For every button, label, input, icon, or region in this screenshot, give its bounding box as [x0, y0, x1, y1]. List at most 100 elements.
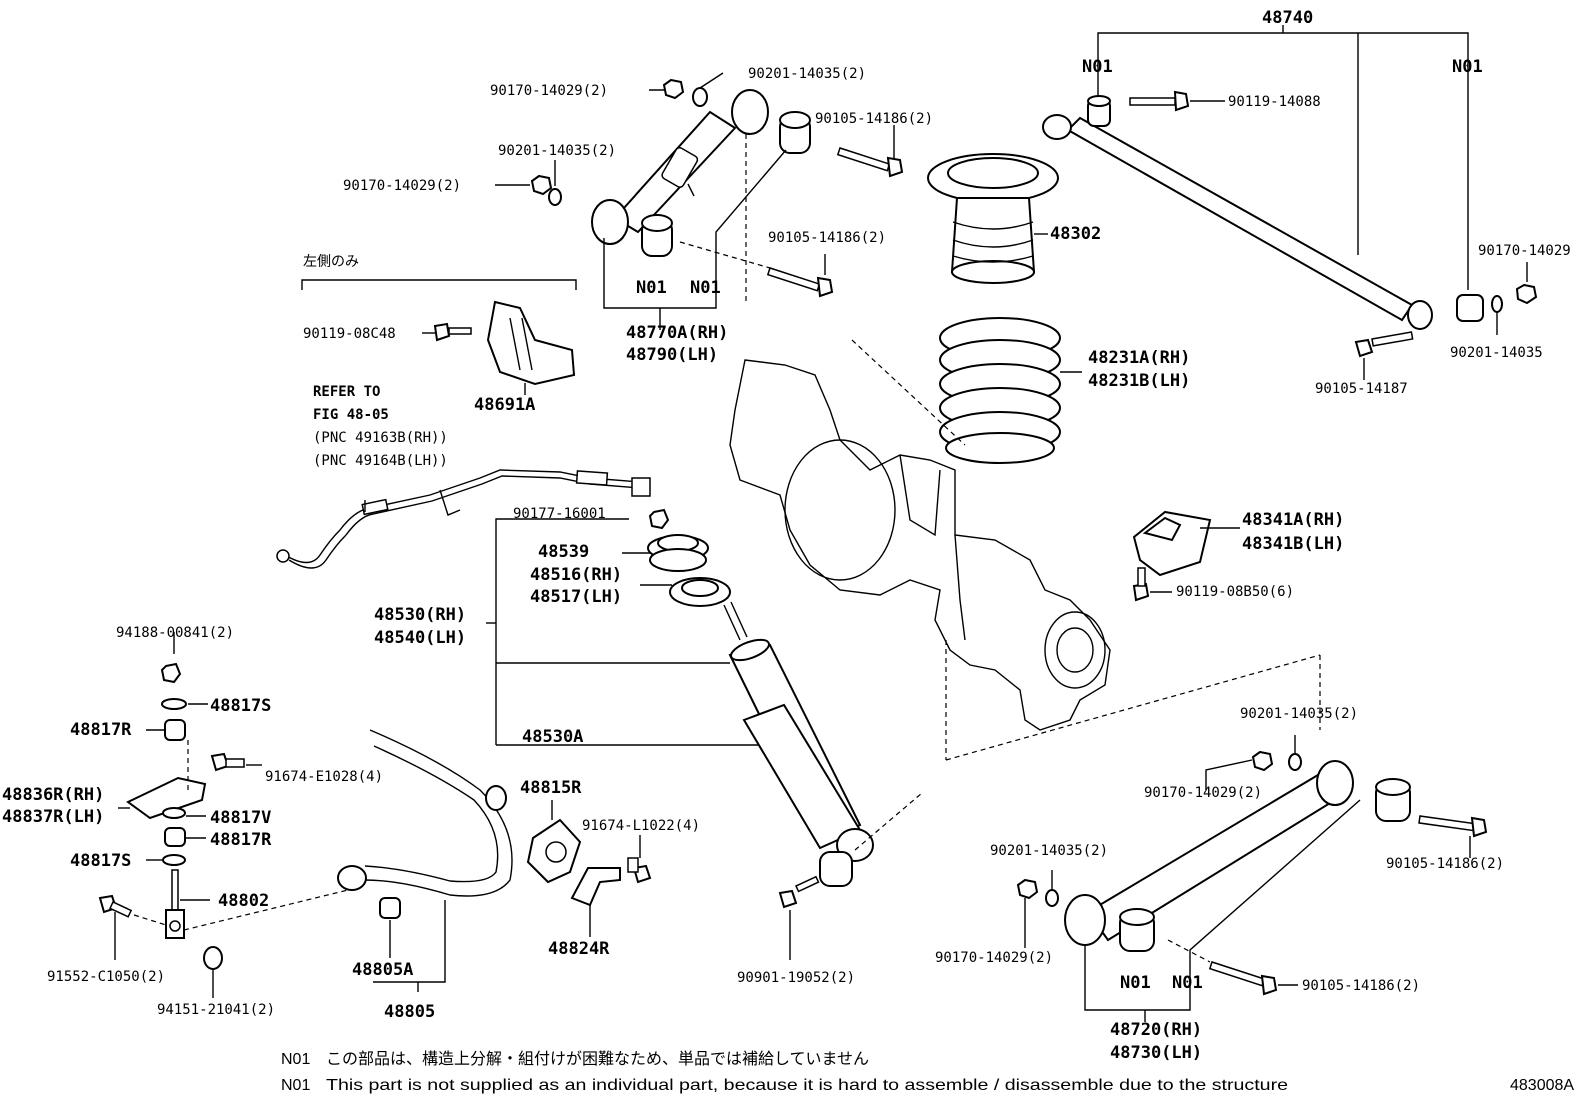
label-94151-21041: 94151-21041(2) — [157, 1002, 275, 1018]
label-94188-00841: 94188-00841(2) — [116, 625, 234, 641]
washer-90201-14035-a — [692, 87, 708, 107]
label-48817s-a: 48817S — [210, 696, 271, 716]
bushing-n01-arm-lower — [641, 214, 673, 257]
nut-90170-14029 — [1515, 283, 1538, 305]
bracket-48691a-left-only — [301, 279, 577, 395]
label-48530: 48530(RH) — [374, 605, 466, 625]
note-en-code: N01 — [281, 1077, 310, 1094]
label-n01-c: N01 — [636, 278, 667, 298]
label-48805a: 48805A — [352, 960, 413, 980]
label-48540: 48540(LH) — [374, 628, 466, 648]
label-90105-14186-2d: 90105-14186(2) — [1302, 978, 1420, 994]
label-48817r-a: 48817R — [70, 720, 132, 740]
label-n01-e: N01 — [1120, 973, 1151, 993]
label-48805: 48805 — [384, 1002, 435, 1022]
bolt-90105-14187 — [1354, 331, 1414, 358]
label-90170-14029-r: 90170-14029 — [1478, 243, 1571, 259]
label-90105-14186-2a: 90105-14186(2) — [815, 111, 933, 127]
bolt-90105-14186-c — [1418, 815, 1488, 838]
coil-spring-48231 — [939, 317, 1082, 464]
washer-48817v — [162, 807, 186, 819]
stabilizer-bushing-48815r — [526, 800, 582, 884]
label-48730: 48730(LH) — [1110, 1043, 1202, 1063]
label-48539: 48539 — [538, 542, 589, 562]
nut-94188-00841 — [160, 662, 182, 684]
washer-90201-14035-c — [1288, 753, 1302, 771]
label-48817r-b: 48817R — [210, 830, 272, 850]
label-left-only: 左側のみ — [303, 253, 359, 269]
note-en-text: This part is not supplied as an individu… — [326, 1077, 1288, 1094]
label-91552-c1050: 91552-C1050(2) — [47, 969, 165, 985]
bushing-n01-upper-right — [1456, 294, 1484, 322]
footnotes: N01 この部品は、構造上分解・組付けが困難なため、単品では補給していません N… — [281, 1050, 1574, 1094]
link-rod-48802 — [165, 869, 185, 939]
bolt-91674-e1028 — [210, 752, 245, 772]
note-jp-code: N01 — [281, 1051, 310, 1068]
nut-90170-14029-a — [662, 78, 685, 100]
label-90105-14186-2c: 90105-14186(2) — [1386, 856, 1504, 872]
figure-id: 483008A — [1510, 1077, 1574, 1094]
bolt-90105-14186-d — [1208, 961, 1278, 996]
label-48817s-b: 48817S — [70, 851, 131, 871]
washer-90201-14035-b — [548, 188, 562, 206]
label-n01-a: N01 — [1082, 57, 1113, 77]
label-refer-fig: FIG 48-05 — [313, 407, 389, 423]
label-n01-d: N01 — [690, 278, 721, 298]
label-48837r: 48837R(LH) — [2, 807, 104, 827]
nut-90177-16001 — [648, 508, 670, 530]
bolt-91674-l1022 — [627, 835, 652, 884]
bushing-48817r-a — [164, 719, 186, 741]
label-48517: 48517(LH) — [530, 587, 622, 607]
label-91674-l1022: 91674-L1022(4) — [582, 818, 700, 834]
label-48341a: 48341A(RH) — [1242, 510, 1344, 530]
lateral-rod-48740 — [1042, 114, 1433, 330]
label-48770a: 48770A(RH) — [626, 323, 728, 343]
label-48817v: 48817V — [210, 808, 271, 828]
bolt-91552-c1050 — [98, 894, 133, 918]
label-48231b: 48231B(LH) — [1088, 371, 1190, 391]
label-48790: 48790(LH) — [626, 345, 718, 365]
bolt-90901-19052 — [778, 875, 820, 909]
bolt-90119-08b50 — [1132, 567, 1150, 602]
label-48302: 48302 — [1050, 224, 1101, 244]
bushing-48805a — [379, 897, 401, 919]
rear-axle-housing — [729, 339, 1321, 761]
label-refer-pnc-lh: (PNC 49164B(LH)) — [313, 453, 448, 469]
label-91674-e1028: 91674-E1028(4) — [265, 769, 383, 785]
brake-cable-reference — [276, 469, 651, 569]
label-90170-14029-2d: 90170-14029(2) — [935, 950, 1053, 966]
label-48530a: 48530A — [522, 727, 583, 747]
label-90119-08b50: 90119-08B50(6) — [1176, 584, 1294, 600]
label-48802: 48802 — [218, 891, 269, 911]
stabilizer-bracket-48824r — [570, 867, 621, 937]
bolt-90105-14186-b — [766, 267, 834, 298]
washer-90201-14035-d — [1045, 889, 1059, 907]
part-labels: 48740 N01 N01 90119-14088 90170-14029 90… — [2, 8, 1571, 1063]
label-90201-14035-2d: 90201-14035(2) — [990, 843, 1108, 859]
label-n01-b: N01 — [1452, 57, 1483, 77]
bracket-48341 — [1132, 510, 1240, 602]
bolt-90119-14088 — [1129, 90, 1190, 112]
mount-48539 — [647, 534, 709, 572]
label-48691a: 48691A — [474, 395, 535, 415]
shock-absorber-assembly — [486, 508, 923, 960]
bump-stop-48302 — [927, 153, 1059, 284]
nut-94151-21041 — [203, 946, 223, 970]
label-90170-14029-2b: 90170-14029(2) — [343, 178, 461, 194]
label-90901-19052: 90901-19052(2) — [737, 970, 855, 986]
bushing-n01-arm-upper — [779, 111, 811, 154]
bushing-shock-lower — [819, 851, 853, 887]
bolt-90119-08c48 — [433, 322, 472, 342]
label-90201-14035-r: 90201-14035 — [1450, 345, 1543, 361]
label-90119-14088: 90119-14088 — [1228, 94, 1321, 110]
nut-90170-14029-b — [530, 174, 553, 196]
bolt-90105-14186-a — [836, 147, 904, 178]
nut-90170-14029-d — [1016, 878, 1039, 900]
mount-48516-48517 — [669, 577, 731, 607]
label-48341b: 48341B(LH) — [1242, 534, 1344, 554]
label-90105-14186-2b: 90105-14186(2) — [768, 230, 886, 246]
bushing-n01-lower-a — [1375, 778, 1411, 822]
label-90170-14029-2c: 90170-14029(2) — [1144, 785, 1262, 801]
label-90119-08c48: 90119-08C48 — [303, 326, 396, 342]
